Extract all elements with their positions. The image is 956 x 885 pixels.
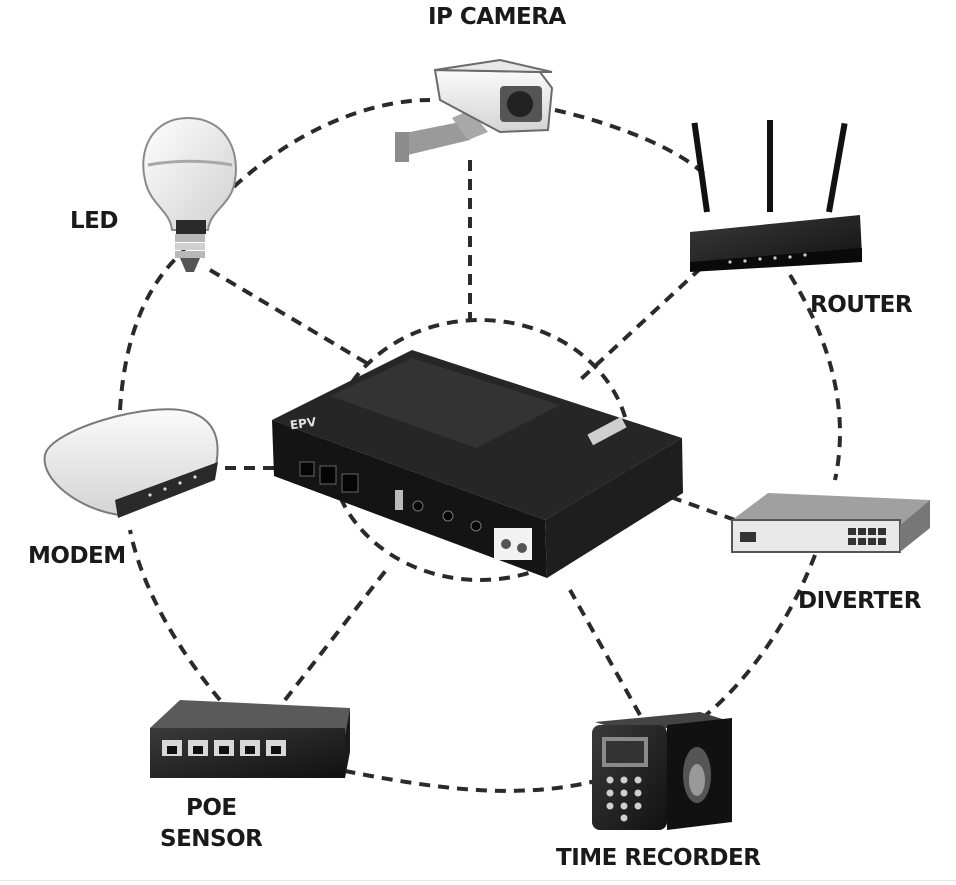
label-ip-camera: IP CAMERA bbox=[428, 4, 566, 30]
mini-ups-hub: EPV bbox=[272, 350, 683, 578]
router-icon bbox=[690, 120, 862, 272]
label-sensor: SENSOR bbox=[160, 826, 262, 852]
time-recorder-icon bbox=[592, 712, 732, 830]
led-bulb-icon bbox=[143, 118, 236, 272]
label-poe: POE bbox=[186, 795, 237, 821]
label-time-recorder: TIME RECORDER bbox=[556, 845, 760, 871]
diverter-icon bbox=[732, 493, 930, 552]
modem-icon bbox=[45, 409, 218, 518]
ip-camera-icon bbox=[395, 60, 552, 162]
label-diverter: DIVERTER bbox=[798, 588, 921, 614]
poe-switch-icon bbox=[150, 700, 350, 778]
label-modem: MODEM bbox=[28, 543, 126, 569]
label-router: ROUTER bbox=[810, 292, 912, 318]
bottom-divider bbox=[0, 880, 956, 881]
label-led: LED bbox=[70, 208, 118, 234]
